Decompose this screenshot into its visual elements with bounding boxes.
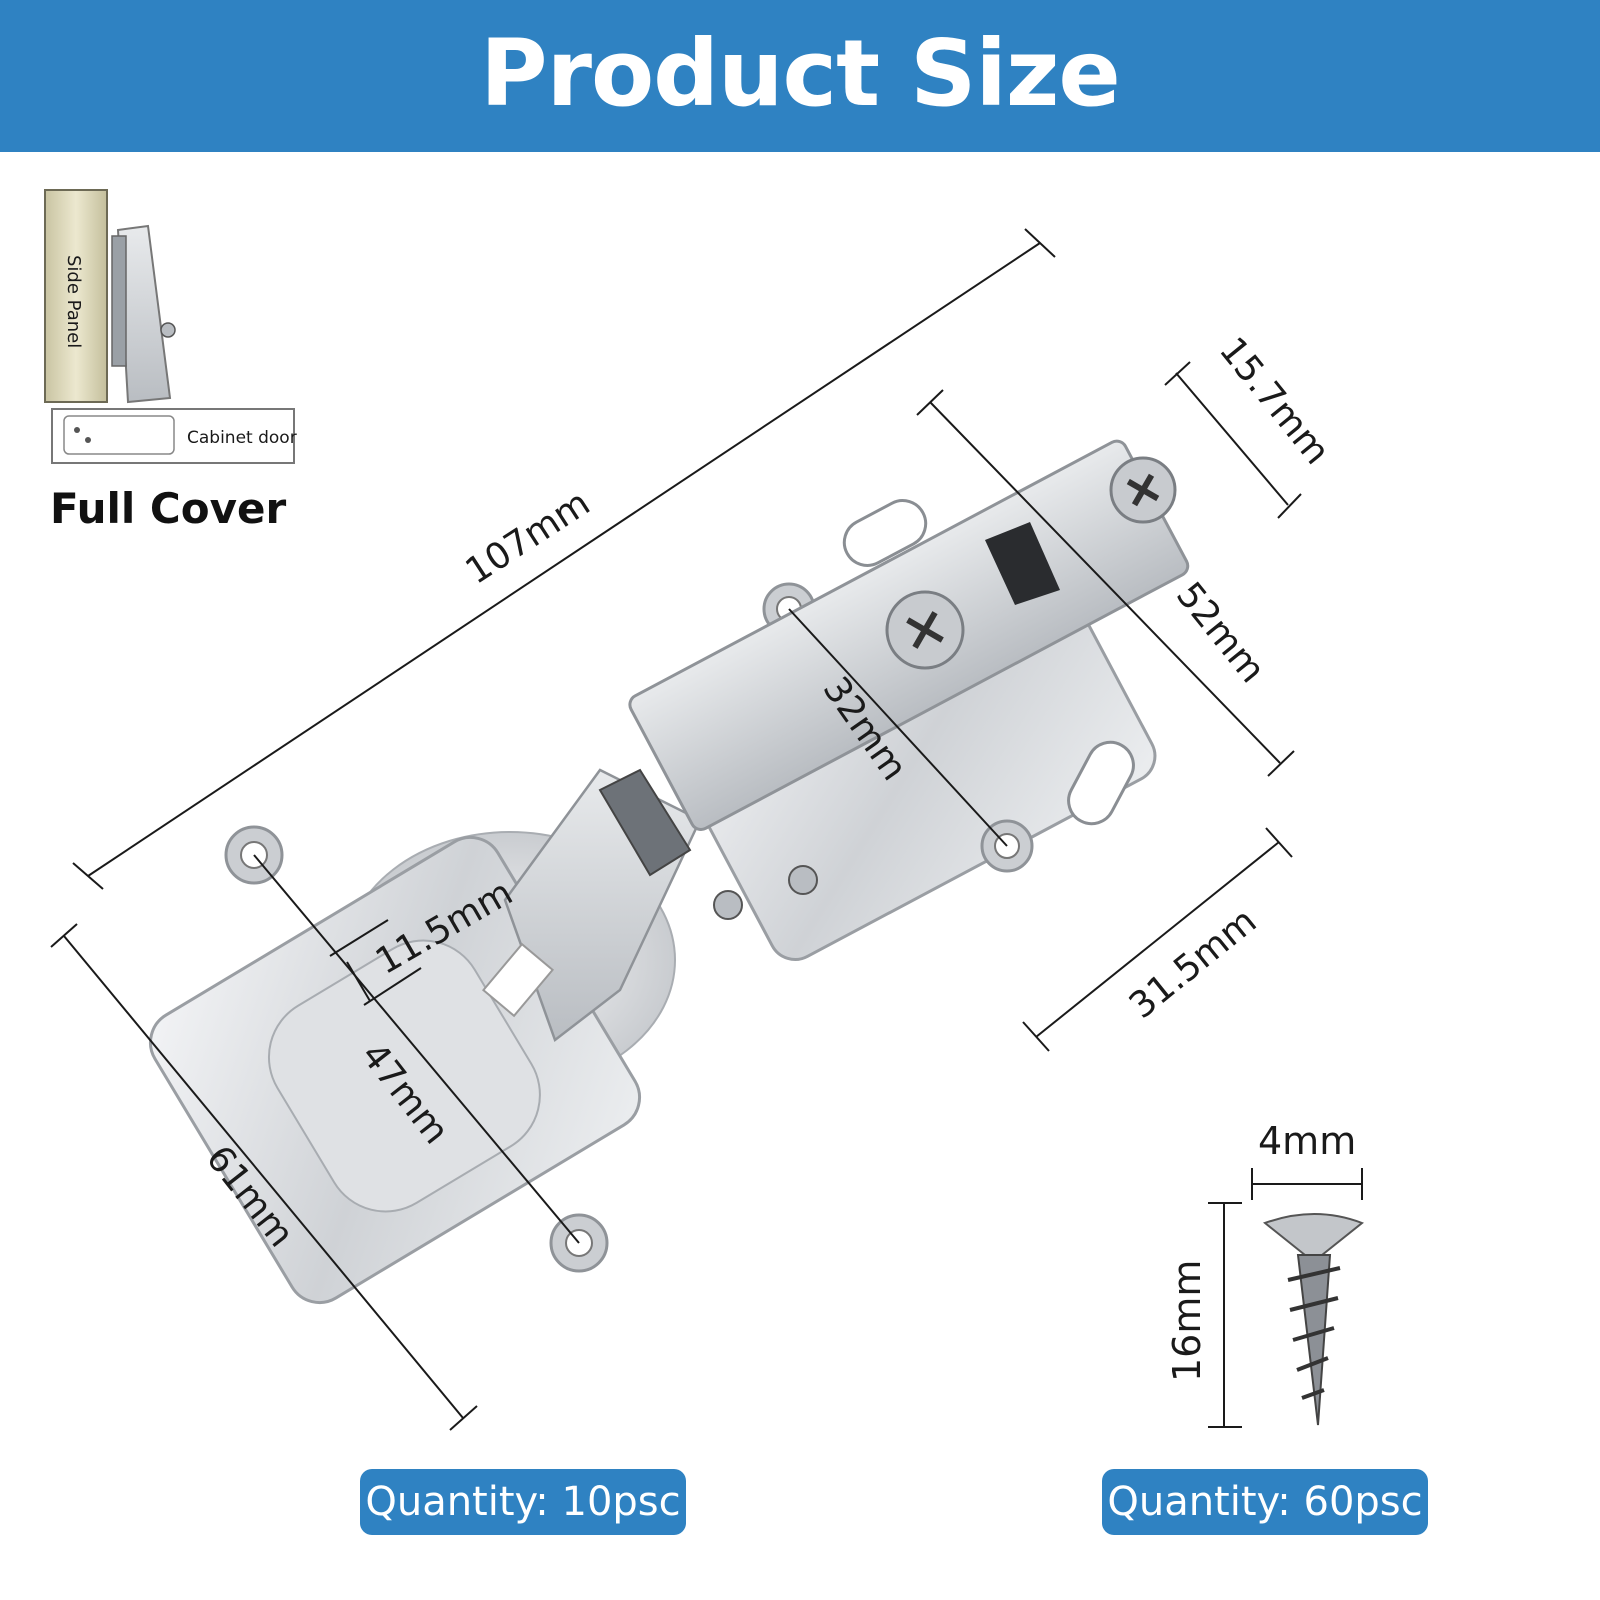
dim-plate-width: 31.5mm: [1122, 901, 1265, 1027]
screw-illustration: [1262, 1213, 1364, 1426]
side-panel-shape: [44, 189, 108, 403]
dim-screw-length: 16mm: [1165, 1260, 1209, 1382]
base-slot-bottom: [1067, 740, 1135, 826]
dim-plate-height: 52mm: [1168, 575, 1273, 691]
hinge-quantity-badge: Quantity: 10psc: [360, 1469, 686, 1535]
dim-cup-depth: 15.7mm: [1211, 330, 1337, 473]
header-banner: Product Size: [0, 0, 1600, 152]
dim-screw-diameter: 4mm: [1258, 1119, 1356, 1163]
hinge-spring: [598, 768, 692, 877]
cabinet-door-label: Cabinet door: [187, 428, 297, 448]
screw-shank: [1296, 1254, 1332, 1426]
dimension-lines: [50, 228, 1363, 1431]
arm-slot: [985, 522, 1060, 605]
hinge-product: [148, 439, 1190, 1305]
base-slot-top: [842, 499, 928, 567]
side-panel-label: Side Panel: [63, 255, 84, 348]
install-type-title: Full Cover: [50, 484, 287, 533]
full-cover-illustration: Side Panel Cabinet door: [44, 189, 297, 464]
screw-head: [1262, 1213, 1364, 1256]
dim-total-length: 107mm: [459, 483, 598, 593]
screw-quantity-badge: Quantity: 60psc: [1102, 1469, 1428, 1535]
page-title: Product Size: [480, 19, 1121, 127]
